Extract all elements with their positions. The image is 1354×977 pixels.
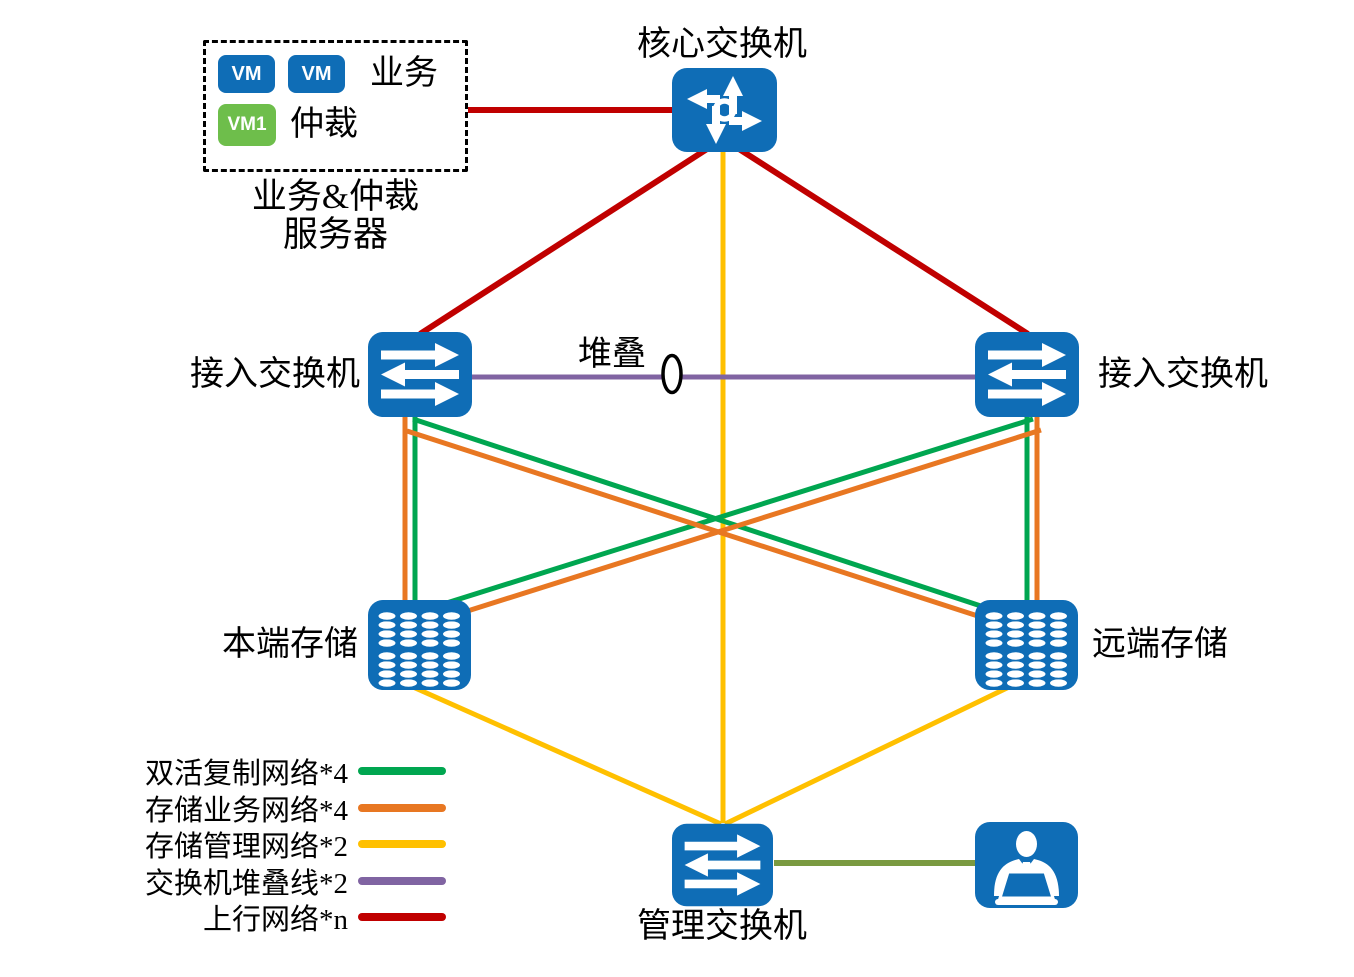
legend: 双活复制网络*4 存储业务网络*4 存储管理网络*2 交换机堆叠线*2 上行网络… (112, 753, 446, 936)
legend-line-red (358, 913, 446, 922)
link-accessleft-remotestorage-orange (406, 428, 985, 621)
legend-line-yellow (358, 840, 446, 849)
stack-bundle-ellipse (661, 353, 683, 395)
server-caption-line1: 业务&仲裁 (251, 177, 420, 216)
arbitration-label: 仲裁 (290, 106, 358, 143)
access-switch-left-icon (368, 332, 472, 417)
link-core-accessright-uplink (737, 146, 1030, 337)
link-core-accessleft-uplink (418, 146, 709, 337)
remote-storage-icon (975, 600, 1078, 690)
link-accessright-localstorage-orange (457, 427, 1042, 617)
core-switch-icon (672, 68, 777, 152)
local-storage-label: 本端存储 (222, 626, 358, 663)
mgmt-switch-label: 管理交换机 (637, 908, 807, 945)
vm1-badge-text: VM1 (227, 114, 267, 135)
access-switch-right-label: 接入交换机 (1098, 356, 1268, 393)
remote-storage-label: 远端存储 (1092, 626, 1228, 663)
link-localstorage-mgmt-yellow (411, 684, 723, 827)
access-switch-left-label: 接入交换机 (190, 356, 360, 393)
legend-label-uplink: 上行网络*n (202, 904, 348, 937)
vm-badge-2: VM (288, 55, 345, 93)
legend-row-stack: 交换机堆叠线*2 (112, 863, 446, 900)
legend-label-storage-mgmt: 存储管理网络*2 (144, 831, 348, 864)
core-switch-label: 核心交换机 (637, 26, 807, 63)
vm-badge-1: VM (218, 55, 275, 93)
server-group-box (203, 40, 468, 172)
local-storage-icon (368, 600, 471, 690)
admin-terminal-icon (975, 822, 1078, 908)
mgmt-switch-icon (672, 822, 773, 908)
legend-line-orange (358, 803, 446, 812)
legend-line-purple (358, 876, 446, 885)
legend-row-replication: 双活复制网络*4 (112, 753, 446, 790)
business-label: 业务 (370, 55, 438, 92)
server-caption: 业务&仲裁 服务器 (203, 178, 468, 254)
vm-badge-1-text: VM (231, 62, 262, 85)
link-accessleft-remotestorage-green (412, 416, 991, 612)
server-caption-line2: 服务器 (282, 215, 388, 254)
stack-label: 堆叠 (578, 336, 646, 373)
legend-row-storage-service: 存储业务网络*4 (112, 790, 446, 827)
access-switch-right-icon (975, 332, 1079, 417)
legend-line-green (358, 767, 446, 776)
legend-label-replication: 双活复制网络*4 (144, 758, 348, 791)
vm1-badge: VM1 (218, 104, 276, 146)
link-accessright-localstorage-green (436, 416, 1034, 609)
legend-row-storage-mgmt: 存储管理网络*2 (112, 826, 446, 863)
legend-row-uplink: 上行网络*n (112, 899, 446, 936)
vm-badge-2-text: VM (301, 62, 332, 85)
legend-label-stack: 交换机堆叠线*2 (144, 867, 348, 900)
link-remotestorage-mgmt-yellow (723, 684, 1011, 827)
legend-label-storage-service: 存储业务网络*4 (144, 794, 348, 827)
